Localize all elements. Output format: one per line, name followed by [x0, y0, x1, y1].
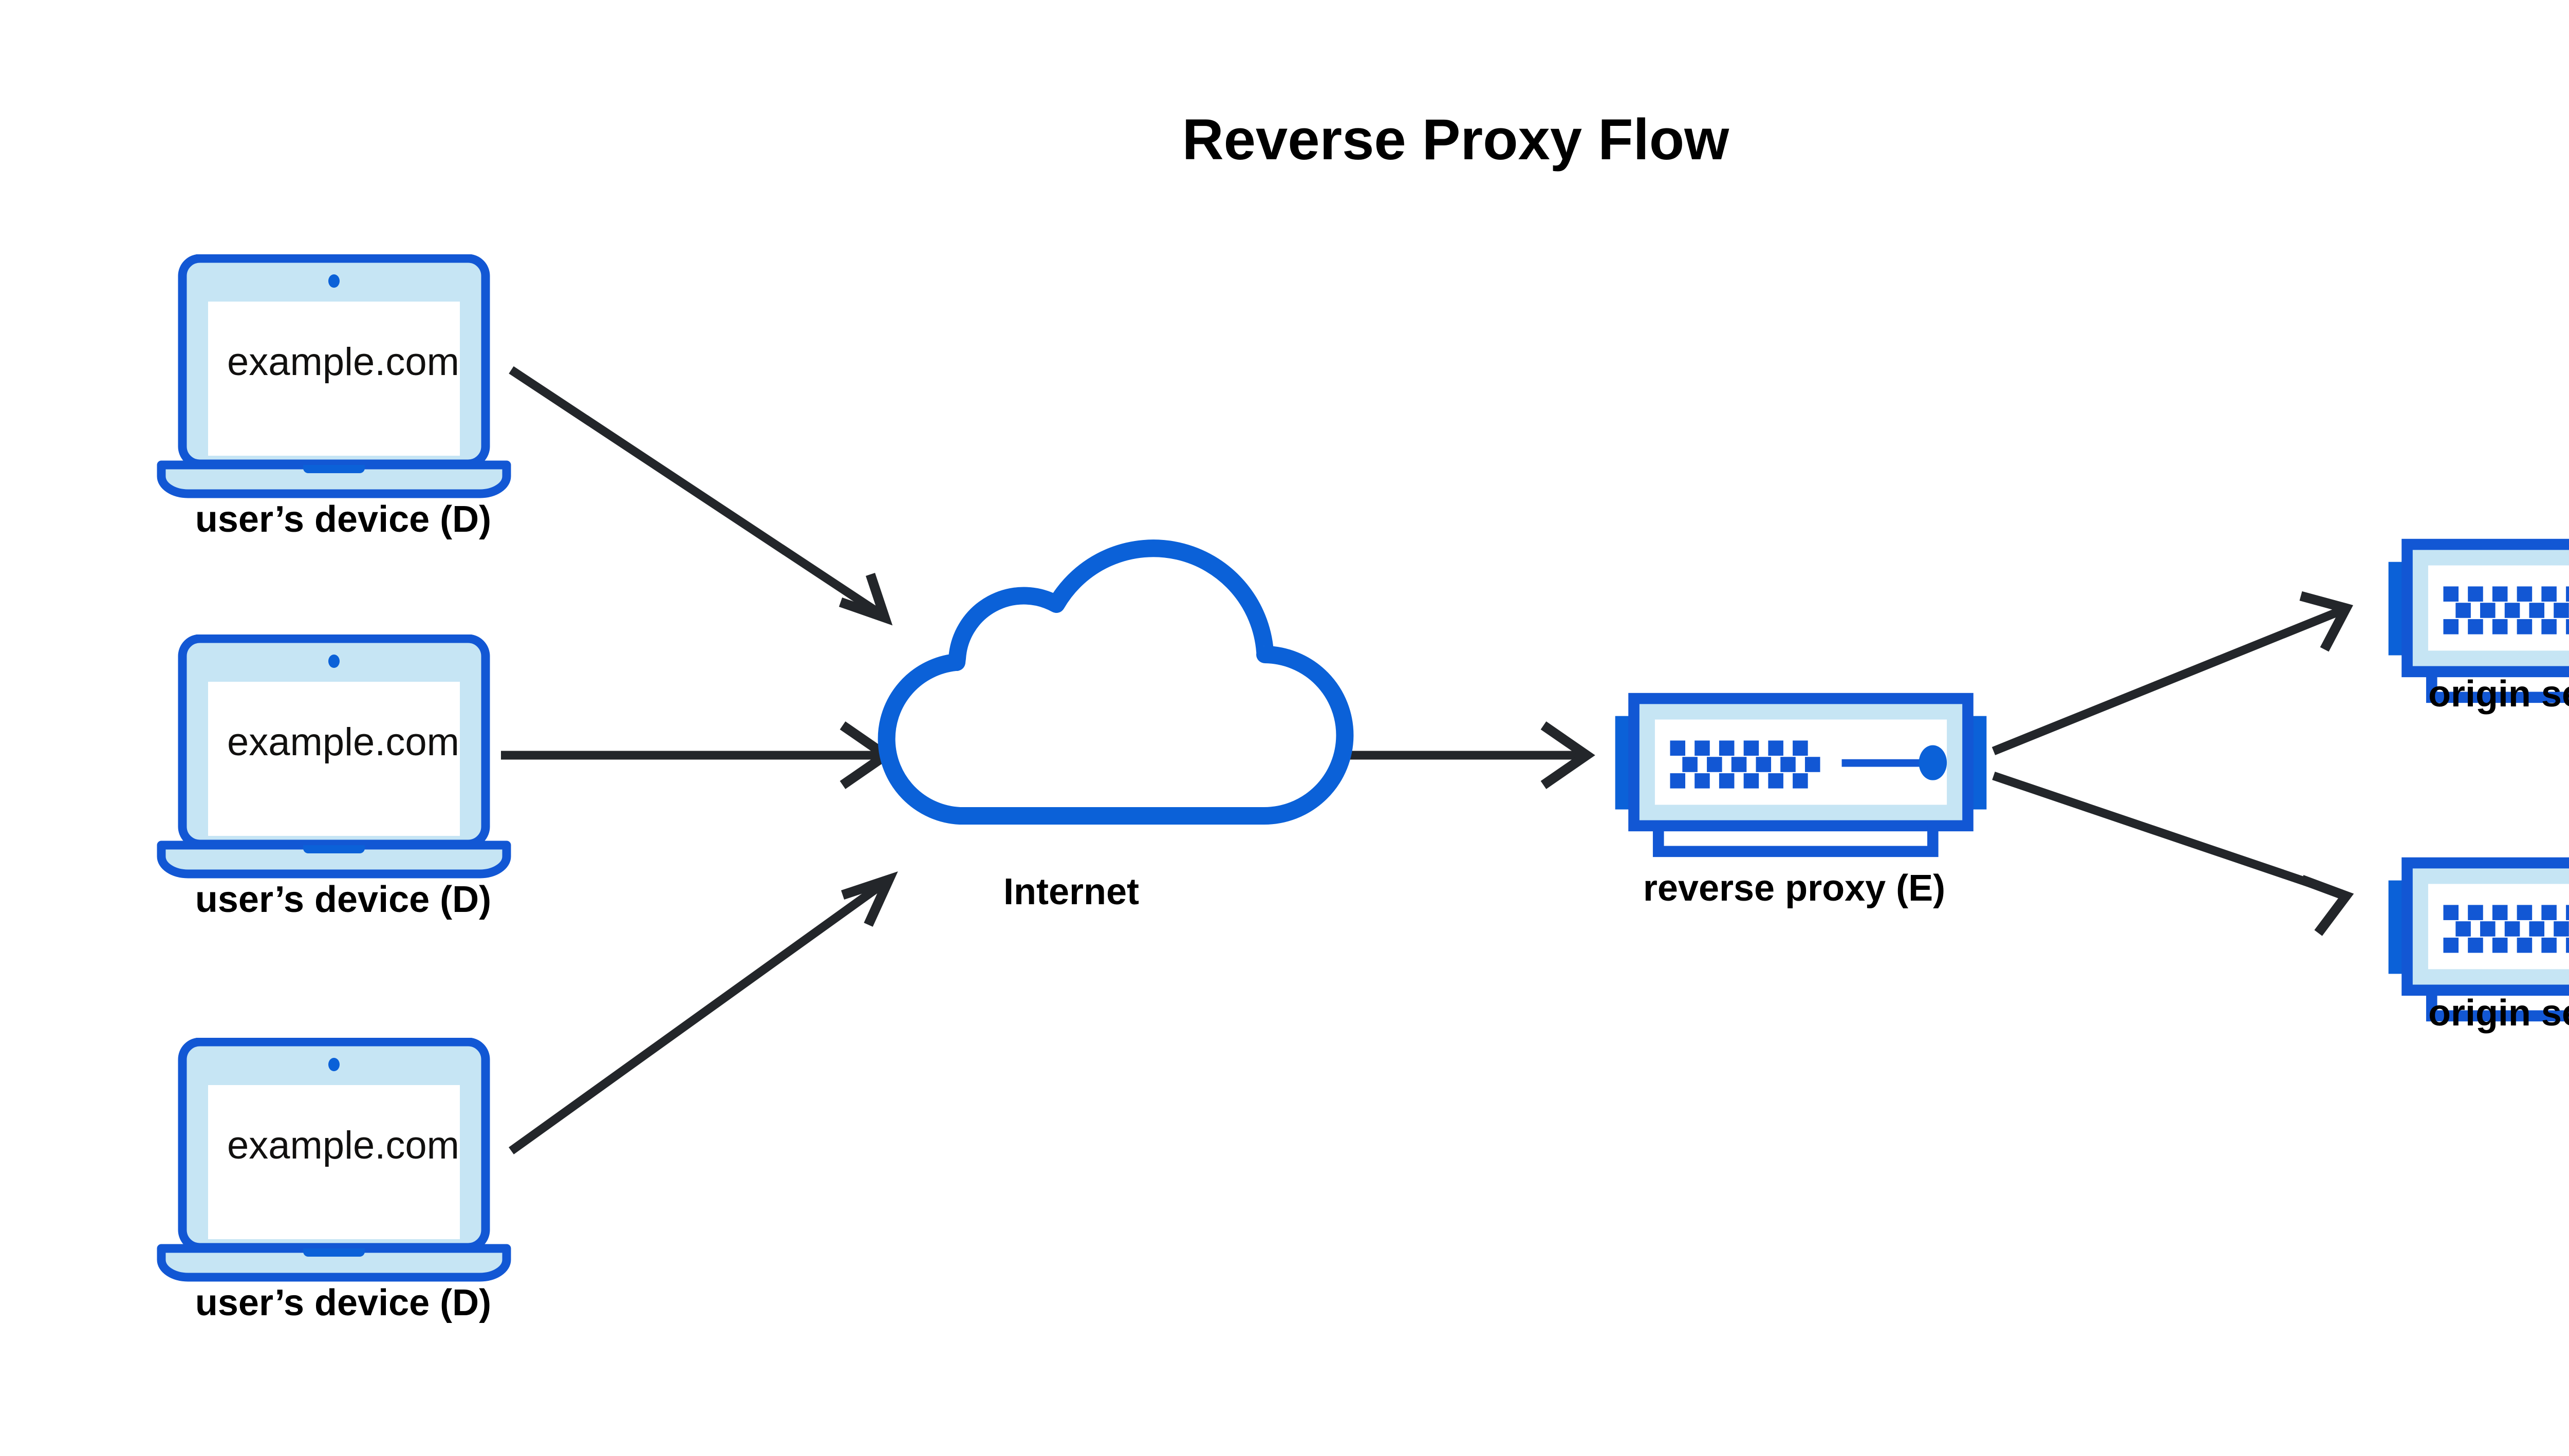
client-label-top: user’s device (D) [195, 499, 491, 540]
client-label-bottom: user’s device (D) [195, 1282, 491, 1323]
laptop-screen-url: example.com [227, 340, 459, 384]
origin-server-label-top: origin server (F) [2428, 674, 2569, 715]
conn-client-top-internet [509, 366, 893, 626]
conn-proxy-origin-top [1991, 591, 2353, 755]
reverse-proxy-label: reverse proxy (E) [1643, 868, 1945, 909]
laptop-screen-url: example.com [227, 720, 459, 764]
client-node-top[interactable]: example.com user’s device (D) [161, 258, 507, 540]
conn-proxy-origin-bottom [1992, 771, 2354, 936]
internet-label: Internet [1003, 871, 1139, 912]
origin-server-node-bottom[interactable]: origin server (F) [2389, 863, 2569, 1034]
laptop-screen-url: example.com [227, 1124, 459, 1167]
client-node-bottom[interactable]: example.com user’s device (D) [161, 1042, 507, 1323]
reverse-proxy-node[interactable]: reverse proxy (E) [1615, 699, 1987, 909]
origin-server-label-bottom: origin server (F) [2428, 993, 2569, 1034]
conn-client-bottom-internet [509, 871, 898, 1154]
client-node-middle[interactable]: example.com user’s device (D) [161, 639, 507, 920]
origin-server-node-top[interactable]: origin server (F) [2389, 545, 2569, 715]
connections-layer [501, 366, 2354, 1154]
client-label-middle: user’s device (D) [195, 879, 491, 920]
diagram-title: Reverse Proxy Flow [1182, 107, 1729, 172]
internet-node[interactable]: Internet [878, 539, 1354, 912]
server-icon [1615, 699, 1987, 852]
cloud-icon [878, 539, 1354, 825]
